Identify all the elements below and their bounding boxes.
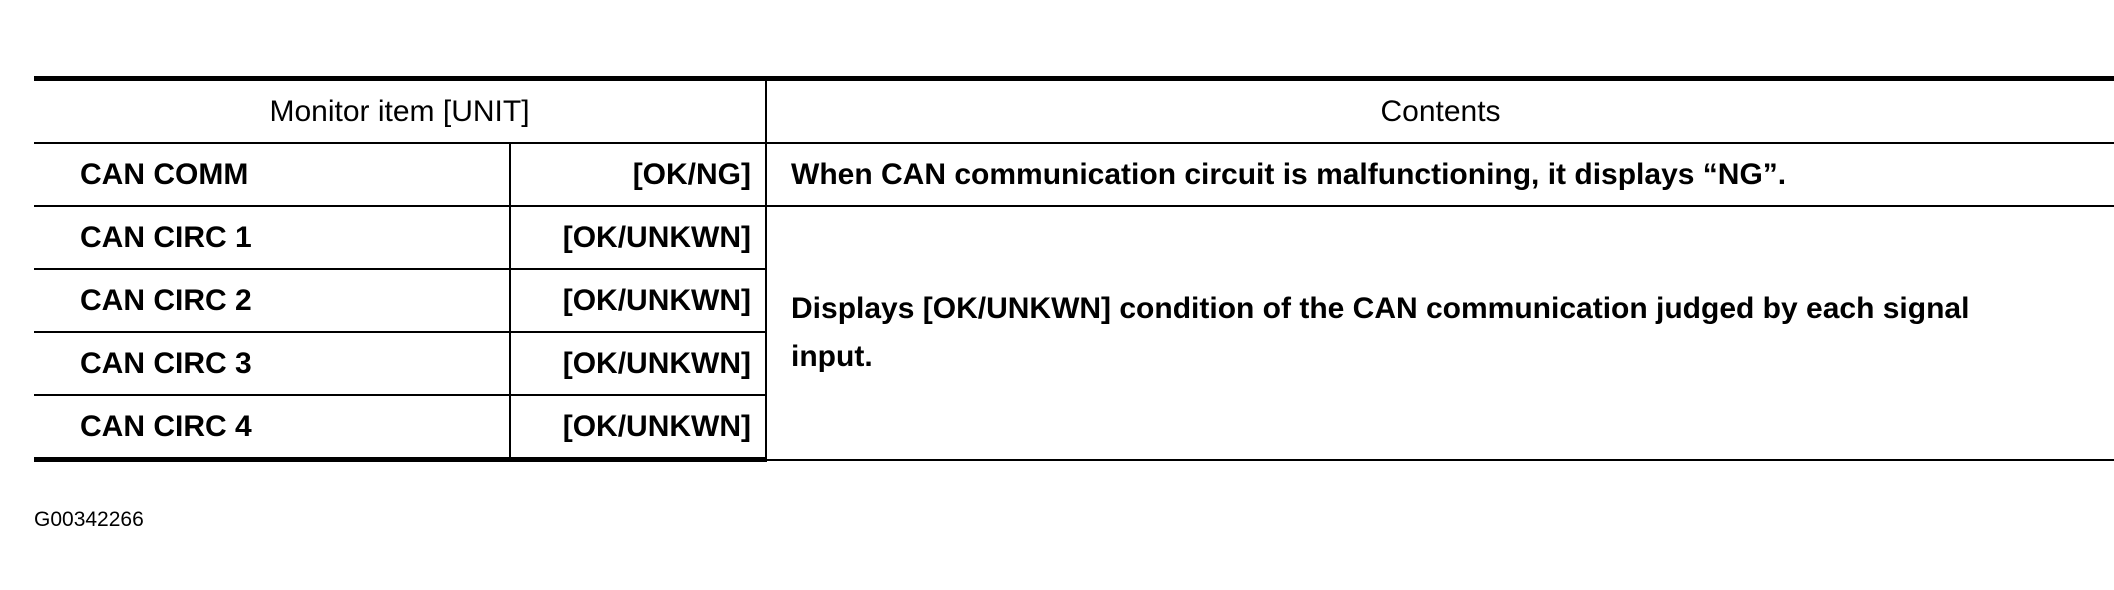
row-item-can-comm: CAN COMM [34,142,511,207]
merged-contents-can-circ: Displays [OK/UNKWN] condition of the CAN… [765,205,2114,461]
row-unit-can-circ-1: [OK/UNKWN] [508,205,768,270]
table-row: CAN CIRC 4 [OK/UNKWN] [34,394,2114,462]
row-item-can-circ-4: CAN CIRC 4 [34,394,511,462]
row-unit-can-circ-4: [OK/UNKWN] [508,394,767,462]
monitor-item-table: Monitor item [UNIT] Contents CAN COMM [O… [34,76,2114,462]
row-item-can-circ-2: CAN CIRC 2 [34,268,511,333]
table-row: CAN CIRC 2 [OK/UNKWN] [34,268,2114,333]
table-header-row: Monitor item [UNIT] Contents [34,76,2114,144]
table-row: CAN COMM [OK/NG] When CAN communication … [34,142,2114,207]
header-monitor-item: Monitor item [UNIT] [34,76,768,144]
header-contents: Contents [765,76,2114,144]
row-item-can-circ-3: CAN CIRC 3 [34,331,511,396]
table-row: CAN CIRC 3 [OK/UNKWN] [34,331,2114,396]
row-contents-can-comm: When CAN communication circuit is malfun… [765,142,2114,207]
row-item-can-circ-1: CAN CIRC 1 [34,205,511,270]
figure-code: G00342266 [34,508,144,531]
row-unit-can-circ-2: [OK/UNKWN] [508,268,767,333]
row-unit-can-comm: [OK/NG] [508,142,768,207]
row-unit-can-circ-3: [OK/UNKWN] [508,331,767,396]
table-row: CAN CIRC 1 [OK/UNKWN] Displays [OK/UNKWN… [34,205,2114,461]
monitor-item-table-container: Monitor item [UNIT] Contents CAN COMM [O… [34,76,2114,462]
